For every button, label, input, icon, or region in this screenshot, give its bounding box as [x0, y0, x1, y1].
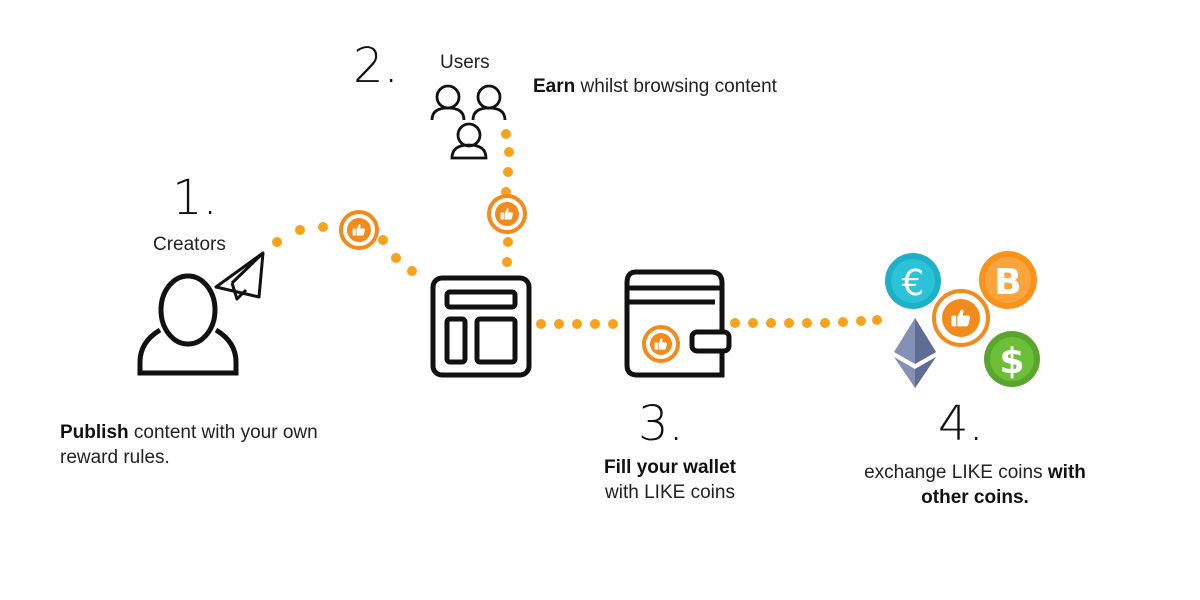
paper-plane-icon: [214, 251, 265, 301]
connector-dot: [872, 315, 882, 325]
connector-dot: [391, 253, 401, 263]
thumbs-up-coin-icon: [487, 194, 527, 234]
connector-dot: [272, 237, 282, 247]
exchange-desc-bold2: other coins.: [921, 487, 1029, 508]
content-layout-icon: [430, 275, 532, 378]
connector-dot: [503, 237, 513, 247]
connector-dot: [608, 319, 618, 329]
person-icon: [137, 273, 239, 376]
connector-dot: [501, 129, 511, 139]
svg-text:€: €: [902, 263, 925, 304]
connector-dot: [802, 318, 812, 328]
connector-dot: [407, 266, 417, 276]
creators-label: Creators: [153, 234, 226, 255]
users-group-icon: [430, 84, 507, 160]
exchange-desc-plain: exchange LIKE coins: [864, 462, 1048, 483]
connector-dot: [503, 167, 513, 177]
users-desc-bold: Earn: [533, 76, 576, 97]
wallet-desc-bold: Fill your wallet: [604, 457, 736, 478]
connector-dot: [378, 235, 388, 245]
connector-dot: [838, 317, 848, 327]
users-desc-rest: whilst browsing content: [575, 76, 777, 97]
connector-dot: [502, 257, 512, 267]
users-label: Users: [440, 52, 490, 73]
connector-dot: [504, 147, 514, 157]
connector-dot: [730, 318, 740, 328]
euro-coin-icon: €: [885, 253, 941, 309]
connector-dot: [748, 318, 758, 328]
connector-dot: [318, 222, 328, 232]
thumbs-up-coin-icon: [339, 210, 379, 250]
connector-dot: [820, 318, 830, 328]
connector-dot: [572, 319, 582, 329]
wallet-icon: [624, 269, 732, 378]
exchange-description: exchange LIKE coins with other coins.: [830, 460, 1120, 510]
step-number-1: 1.: [172, 170, 218, 226]
users-description: Earn whilst browsing content: [533, 74, 833, 99]
connector-dot: [856, 316, 866, 326]
wallet-desc-line2: with LIKE coins: [605, 482, 735, 503]
thumbs-up-coin-icon: [932, 289, 990, 347]
svg-text:B: B: [994, 262, 1021, 303]
creators-desc-bold: Publish: [60, 422, 129, 443]
wallet-description: Fill your wallet with LIKE coins: [570, 455, 770, 505]
step-number-2: 2.: [353, 38, 399, 94]
exchange-desc-bold1: with: [1047, 462, 1086, 483]
bitcoin-coin-icon: B: [979, 251, 1037, 309]
step-number-3: 3.: [638, 396, 684, 452]
creators-description: Publish content with your own reward rul…: [60, 420, 380, 470]
creators-desc-line2: reward rules.: [60, 447, 170, 468]
creators-desc-line1: content with your own: [128, 422, 318, 443]
dollar-coin-icon: $: [984, 331, 1040, 387]
ethereum-icon: [894, 318, 936, 388]
connector-dot: [295, 225, 305, 235]
connector-dot: [590, 319, 600, 329]
svg-text:$: $: [999, 341, 1024, 382]
dotted-connectors: [272, 129, 882, 329]
connector-dot: [536, 319, 546, 329]
connector-dot: [784, 318, 794, 328]
connector-dot: [554, 319, 564, 329]
step-number-4: 4.: [938, 396, 984, 452]
connector-dot: [766, 318, 776, 328]
thumbs-up-coin-icon: [642, 325, 680, 363]
